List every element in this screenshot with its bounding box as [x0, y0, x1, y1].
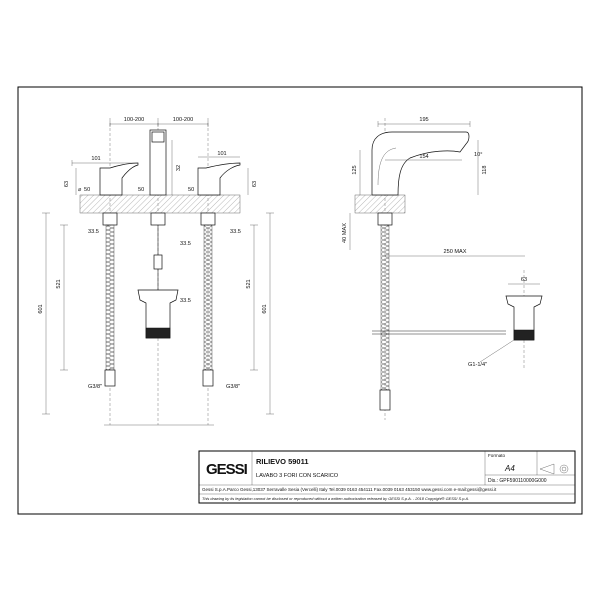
dim-handle-right-height: 63 [252, 181, 258, 187]
dim-base-center: 50 [138, 187, 144, 193]
dim-base-left: 50 [84, 187, 90, 193]
left-handle [99, 162, 139, 196]
dim-rod-length: 250 MAX [443, 249, 466, 255]
dim-spout-angle: 10° [474, 152, 482, 158]
company-address: Gessi S.p.A.Parco Gessi,13037 Serravalle… [202, 487, 497, 492]
title-block: GESSI RILIEVO 59011 LAVABO 3 FORI CON SC… [198, 450, 576, 504]
dim-hose-right-upper: 521 [246, 279, 252, 288]
dim-hole-center2: 33.5 [180, 298, 191, 304]
hose-right [203, 224, 213, 371]
hose-left [105, 224, 115, 371]
dim-hose-left-upper: 521 [56, 279, 62, 288]
dim-deck-thickness: 40 MAX [342, 223, 348, 243]
gessi-logo: GESSI [206, 461, 248, 478]
dim-handle-left-reach: 101 [91, 156, 100, 162]
drawing-code: Dis.: GPF590110000G000 [488, 478, 547, 484]
projection-cone-icon [539, 463, 555, 475]
front-view: 100-200 100-200 101 63 50 ⌀ 32 50 101 63… [38, 117, 274, 426]
dim-spacing-left: 100-200 [124, 117, 145, 123]
mixer-profile [371, 131, 470, 196]
dim-spout-reach: 154 [419, 154, 428, 160]
legal-notice: This drawing by its legislation cannot b… [202, 496, 469, 501]
dim-spout-height: 32 [176, 165, 182, 171]
deck-section [79, 194, 241, 214]
dim-hole-right: 33.5 [230, 229, 241, 235]
dim-base-right: 50 [188, 187, 194, 193]
center-spout [149, 129, 167, 196]
model-name: RILIEVO 59011 [256, 457, 309, 466]
dim-hose-left-total: 601 [38, 304, 44, 313]
dim-hole-center: 33.5 [180, 241, 191, 247]
dim-thread-right: G3/8" [226, 384, 240, 390]
dim-drain-thread: G1-1/4" [468, 362, 487, 368]
dim-hose-right-total: 601 [262, 304, 268, 313]
format-label: Formato [488, 453, 506, 458]
right-handle [197, 162, 241, 196]
dim-hole-left: 33.5 [88, 229, 99, 235]
sheet-frame [17, 86, 583, 515]
dim-handle-left-height: 63 [64, 181, 70, 187]
dim-spout-length: 195 [419, 117, 428, 123]
dim-handle-height: 125 [352, 165, 358, 174]
dim-overall-height: 118 [482, 166, 488, 175]
model-description: LAVABO 3 FORI CON SCARICO [256, 473, 339, 479]
format-value: A4 [504, 464, 515, 473]
dim-thread-left: G3/8" [88, 384, 102, 390]
dim-spacing-right: 100-200 [173, 117, 194, 123]
dia-symbol-left: ⌀ [78, 187, 82, 193]
side-view: 195 125 154 10° 118 40 MAX 250 MAX 63 [342, 117, 543, 420]
dim-drain-dia: 63 [521, 277, 527, 283]
dim-handle-right-reach: 101 [217, 151, 226, 157]
